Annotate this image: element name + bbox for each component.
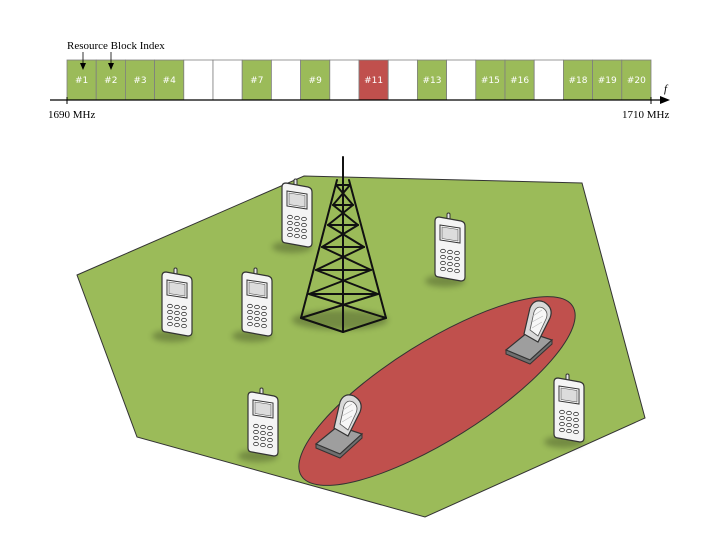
frequency-axis-label: f: [664, 83, 669, 95]
resource-block-cell: [300, 59, 331, 101]
cell-area: [76, 156, 646, 518]
resource-block: #7: [241, 59, 272, 101]
resource-block-label: #9: [309, 76, 323, 86]
resource-block-label: #7: [250, 76, 263, 86]
resource-block-cell: [416, 59, 447, 101]
start-frequency-label: 1690 MHz: [48, 109, 95, 121]
index-pointer-arrows: [80, 52, 114, 70]
resource-block-label: #19: [598, 76, 617, 86]
resource-block-label: #11: [364, 76, 383, 86]
resource-block-label: #20: [627, 76, 646, 86]
resource-block-cell: [212, 59, 243, 101]
resource-block-cell: [621, 59, 652, 101]
resource-block-label: #2: [104, 76, 117, 86]
resource-block-band: #1 #2 #3 #4 #7 #9 #11 #13 #15 #16 #18 #19 #20 Resour…: [48, 40, 670, 121]
resource-block: [212, 59, 243, 101]
resource-block: #16: [504, 59, 535, 101]
resource-block-cell: [446, 59, 477, 101]
resource-block-cell: [154, 59, 185, 101]
resource-block-label: #16: [510, 76, 529, 86]
resource-block-label: #4: [163, 76, 177, 86]
end-frequency-label: 1710 MHz: [622, 109, 669, 121]
cell-tower-icon: [292, 156, 388, 333]
resource-block: #9: [300, 59, 331, 101]
resource-block-index-label: Resource Block Index: [67, 40, 165, 52]
resource-block: #3: [125, 59, 156, 101]
resource-block: #18: [563, 59, 594, 101]
resource-block-label: #15: [481, 76, 500, 86]
resource-block: [270, 59, 301, 101]
resource-block-cell: [592, 59, 623, 101]
resource-block-cell: [387, 59, 418, 101]
resource-block: [446, 59, 477, 101]
resource-block: [329, 59, 360, 101]
resource-block-row: #1 #2 #3 #4 #7 #9 #11 #13 #15 #16 #18 #19 #20: [66, 59, 652, 101]
resource-block: #20: [621, 59, 652, 101]
resource-block-label: #18: [569, 76, 588, 86]
resource-block: [183, 59, 214, 101]
beam-coverage-ellipse: [298, 296, 576, 486]
resource-block: #13: [416, 59, 447, 101]
resource-block: #11: [358, 59, 389, 101]
resource-block: [387, 59, 418, 101]
resource-block: #15: [475, 59, 506, 101]
resource-block: [533, 59, 564, 101]
resource-block-cell: [504, 59, 535, 101]
resource-block-label: #1: [75, 76, 88, 86]
resource-block-cell: [270, 59, 301, 101]
hexagonal-cell: [76, 175, 646, 518]
resource-block-cell: [533, 59, 564, 101]
resource-block: #4: [154, 59, 185, 101]
resource-block-cell: [329, 59, 360, 101]
resource-block: #19: [592, 59, 623, 101]
frequency-axis: [50, 96, 670, 104]
resource-block-label: #13: [423, 76, 442, 86]
resource-block-cell: [183, 59, 214, 101]
resource-block-label: #3: [133, 76, 146, 86]
